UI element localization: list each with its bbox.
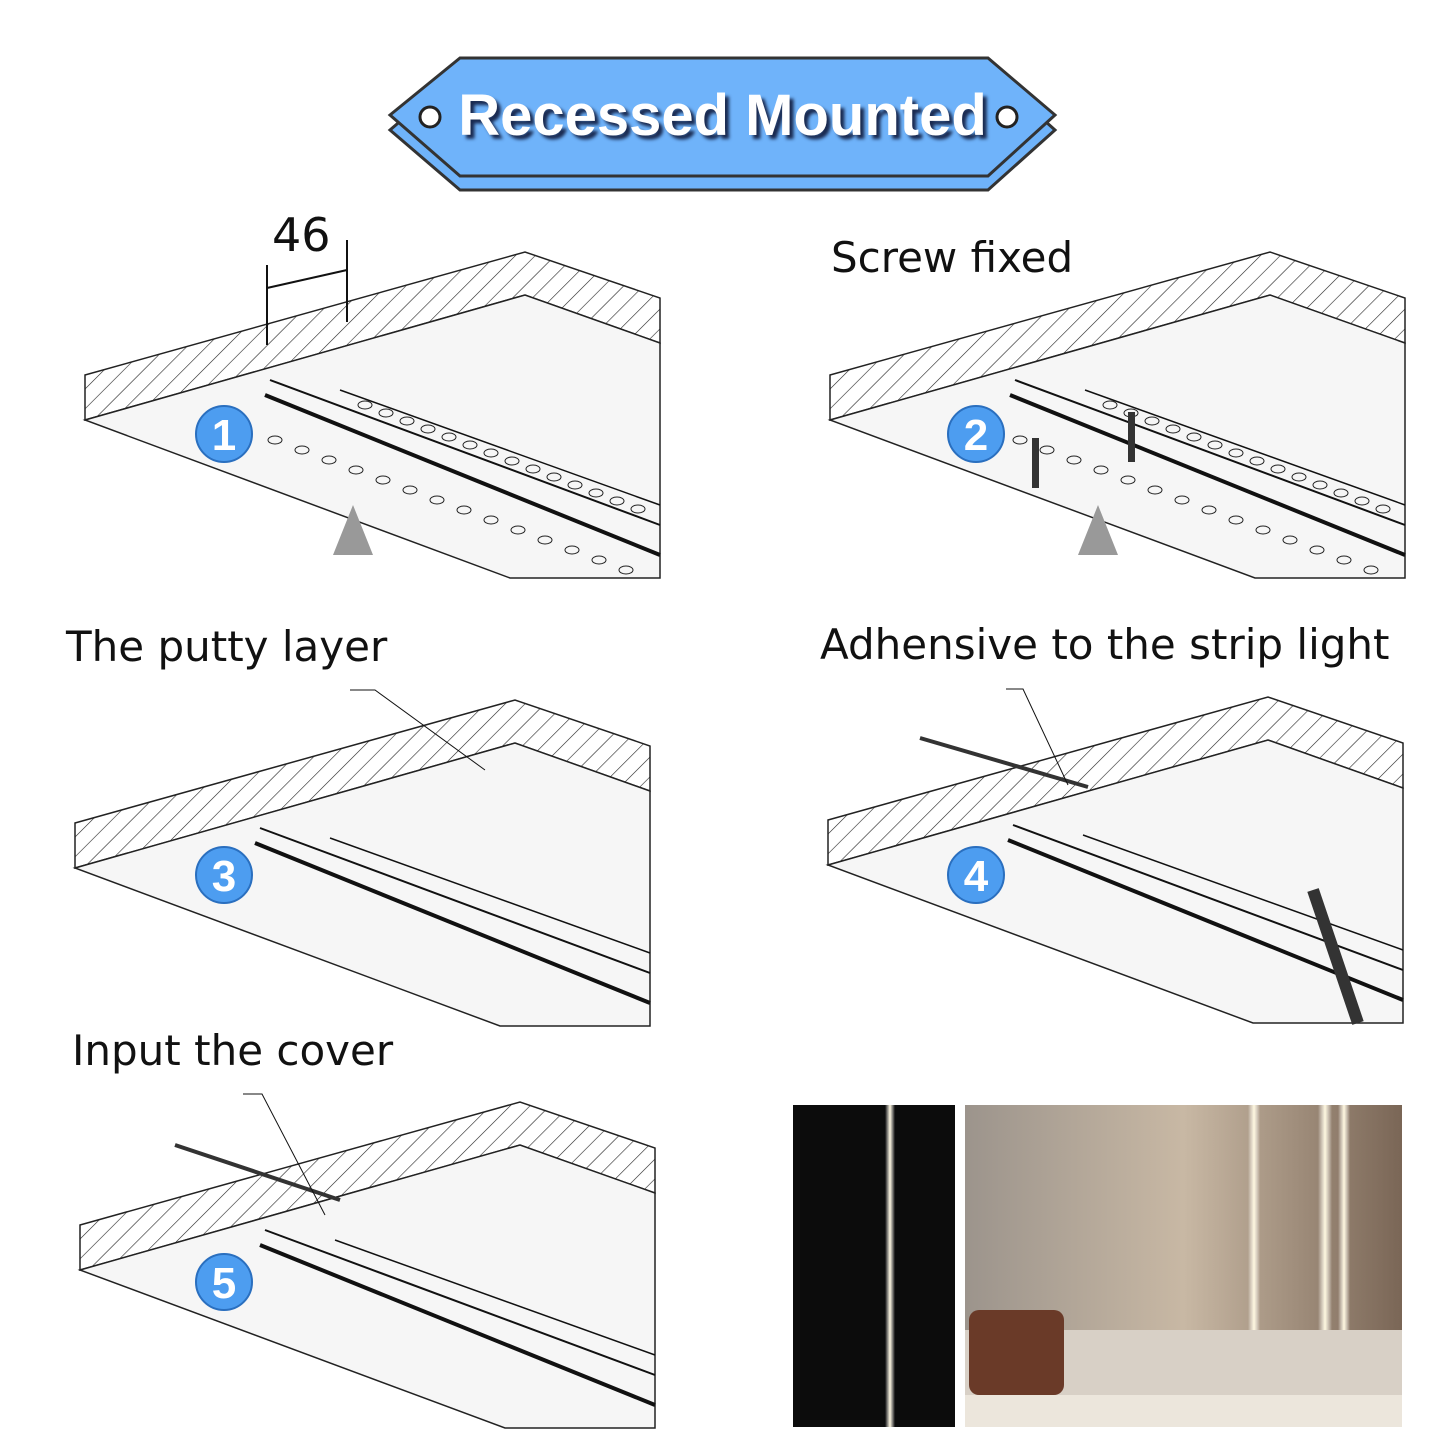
step-1-badge: 1 xyxy=(195,405,253,463)
direction-arrow-icon xyxy=(1078,505,1118,555)
dimension-label: 46 xyxy=(272,208,331,262)
step-5-diagram xyxy=(77,1093,656,1429)
step-2-diagram xyxy=(827,251,1406,579)
step-1-diagram xyxy=(82,240,661,579)
screw-icon xyxy=(1128,412,1135,462)
step-3-diagram xyxy=(72,689,651,1027)
banner-dot-right-icon xyxy=(995,105,1019,129)
title-banner xyxy=(387,56,1058,192)
step-4-badge: 4 xyxy=(947,846,1005,904)
banner-dot-left-icon xyxy=(418,105,442,129)
installed-result-photo xyxy=(793,1105,1402,1427)
step-3-label: The putty layer xyxy=(66,622,388,671)
step-5-badge: 5 xyxy=(195,1253,253,1311)
step-4-diagram xyxy=(825,688,1404,1025)
step-4-label: Adhensive to the strip light xyxy=(820,620,1390,669)
step-2-label: Screw fixed xyxy=(831,233,1074,282)
step-2-badge: 2 xyxy=(947,405,1005,463)
step-5-label: Input the cover xyxy=(72,1026,394,1075)
screw-icon xyxy=(1032,438,1039,488)
step-3-badge: 3 xyxy=(195,846,253,904)
direction-arrow-icon xyxy=(333,505,373,555)
page-title: Recessed Mounted xyxy=(458,83,987,148)
